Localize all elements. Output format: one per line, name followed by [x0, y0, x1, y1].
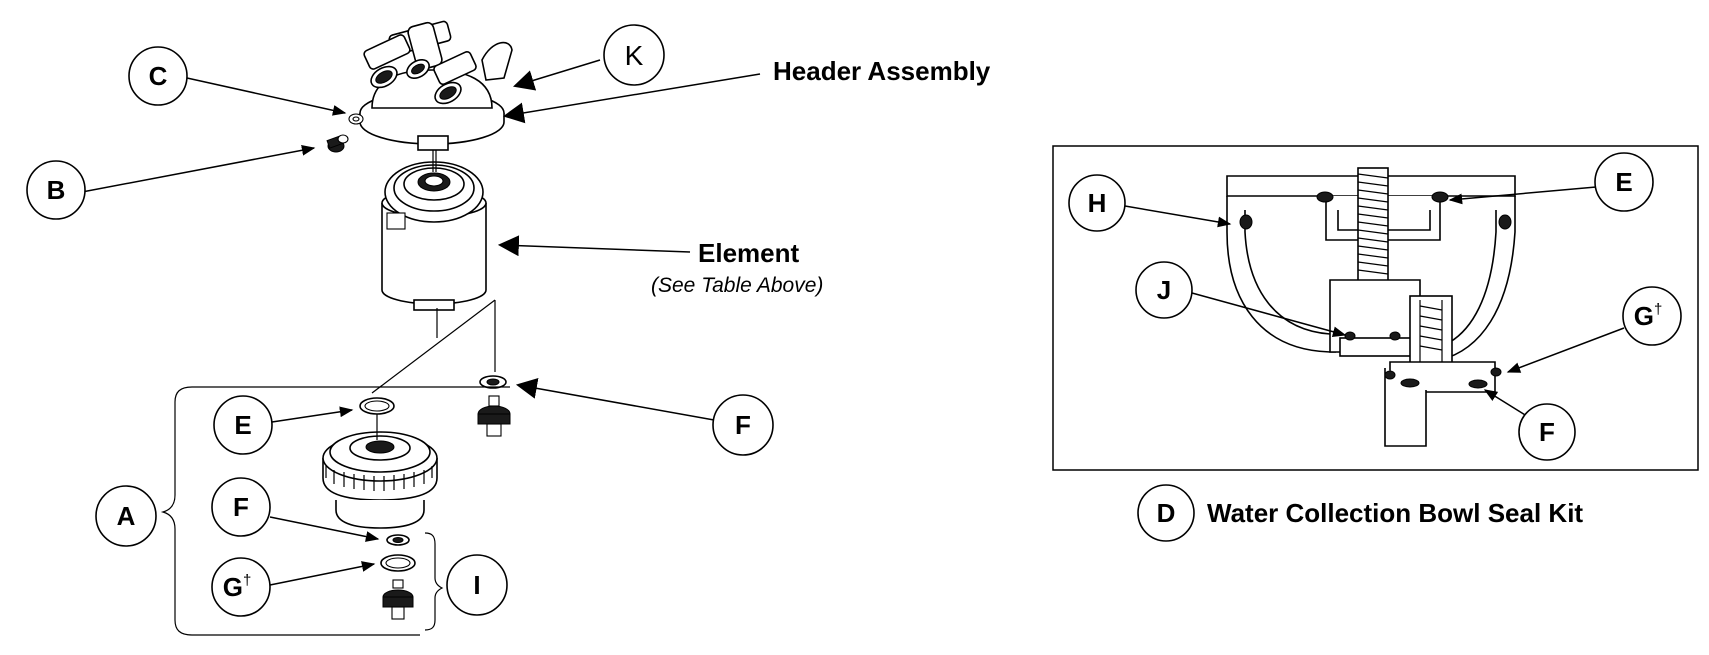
svg-text:B: B — [47, 175, 66, 205]
bowl-cross-section-drawing — [1226, 167, 1516, 447]
seal-kit-title: Water Collection Bowl Seal Kit — [1207, 498, 1583, 528]
svg-text:D: D — [1157, 498, 1176, 528]
svg-text:C: C — [149, 61, 168, 91]
drain-valve-mid-drawing — [477, 375, 511, 437]
header-assembly-callout: Header Assembly — [502, 56, 991, 124]
callout-f-mid: F — [515, 377, 774, 456]
kit-i-bracket — [424, 532, 444, 631]
svg-text:F: F — [1539, 417, 1555, 447]
svg-text:H: H — [1088, 188, 1107, 218]
callout-g-left: G† — [211, 557, 376, 617]
drain-parts-drawing — [380, 534, 416, 620]
element-callout: Element (See Table Above) — [497, 235, 823, 297]
svg-text:K: K — [625, 40, 644, 71]
filter-element-drawing — [381, 150, 487, 311]
callout-f-left: F — [211, 477, 380, 542]
kit-a-bracket — [160, 386, 510, 636]
element-label: Element — [698, 238, 799, 268]
header-assembly-drawing — [359, 20, 513, 151]
svg-text:G†: G† — [223, 572, 252, 602]
seal-kit-caption: D Water Collection Bowl Seal Kit — [1137, 484, 1583, 542]
svg-text:F: F — [233, 492, 249, 522]
callout-d — [1137, 484, 1195, 542]
callout-k: K — [512, 24, 665, 91]
callout-j: J — [1135, 261, 1347, 337]
callout-e-left: E — [213, 395, 354, 455]
vent-screw-drawing — [326, 134, 349, 153]
svg-text:J: J — [1157, 275, 1171, 305]
callout-e-right: E — [1448, 152, 1654, 212]
callout-f-right: F — [1483, 389, 1576, 461]
element-note: (See Table Above) — [651, 274, 823, 297]
callout-i: I — [446, 554, 508, 616]
callout-c: C — [128, 46, 347, 116]
svg-text:E: E — [1615, 167, 1632, 197]
callout-b: B — [26, 144, 316, 220]
svg-text:I: I — [473, 570, 480, 600]
callout-a: A — [95, 485, 157, 547]
callout-h: H — [1068, 174, 1232, 232]
svg-text:A: A — [117, 501, 136, 531]
header-assembly-label: Header Assembly — [773, 56, 991, 86]
svg-text:F: F — [735, 410, 751, 440]
vent-washer-drawing — [348, 113, 364, 125]
water-bowl-drawing — [322, 397, 438, 529]
callout-g-right: G† — [1506, 286, 1682, 373]
svg-text:E: E — [234, 410, 251, 440]
svg-text:G†: G† — [1634, 301, 1663, 331]
